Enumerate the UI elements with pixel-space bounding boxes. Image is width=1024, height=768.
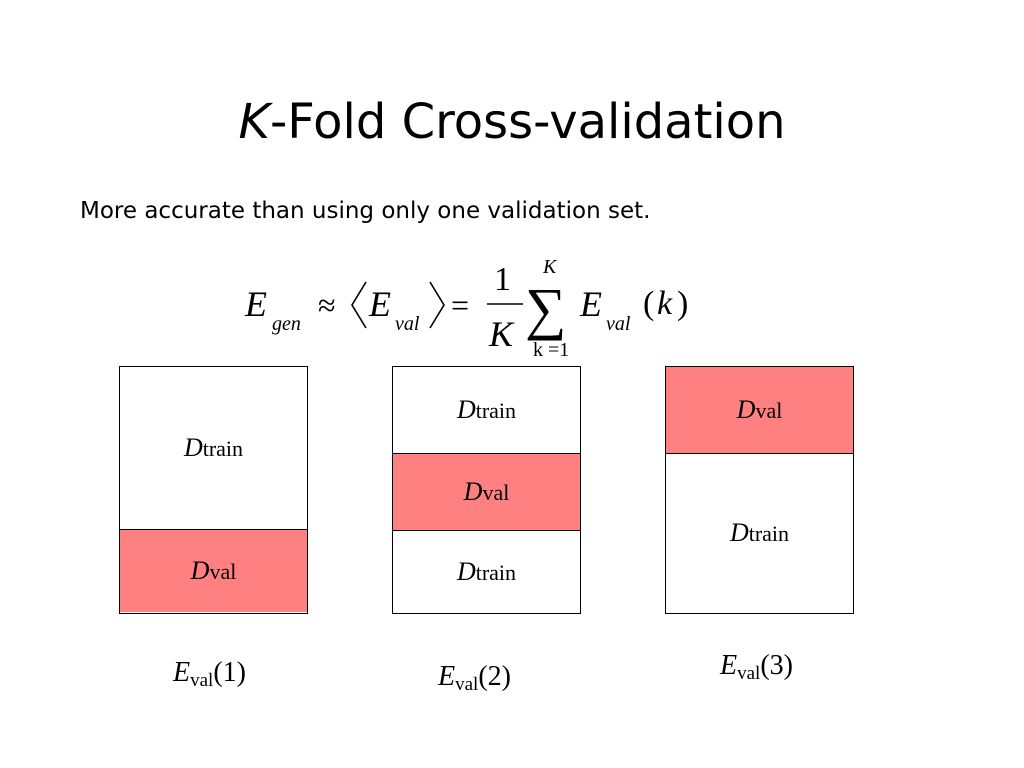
fold-1-val-segment: Dval	[120, 529, 307, 612]
d-subscript: train	[475, 559, 517, 585]
fraction-denominator: K	[488, 314, 515, 354]
fold-2-train-bottom-segment: Dtrain	[393, 530, 580, 612]
d-symbol: D	[729, 518, 749, 547]
fold-2-train-top-label: Dtrain	[457, 395, 516, 425]
d-symbol: D	[456, 395, 476, 424]
formula-approx: ≈	[318, 287, 336, 323]
fold-2-box: Dtrain Dval Dtrain	[392, 366, 581, 614]
d-symbol: D	[463, 477, 483, 506]
d-symbol: D	[736, 395, 756, 424]
title-k: K	[238, 94, 270, 150]
fold-3-train-segment: Dtrain	[666, 453, 853, 612]
d-subscript: val	[482, 480, 510, 505]
fold-1-train-segment: Dtrain	[120, 367, 307, 529]
formula-term-subscript: val	[606, 313, 631, 335]
generalization-error-formula: E gen ≈ E val = 1 K K ∑ k =1 E val ( k )	[244, 256, 688, 361]
fold-2-error-label: Eval(2)	[438, 661, 511, 696]
fold-2-val-label: Dval	[464, 477, 510, 507]
sum-sigma-icon: ∑	[525, 276, 566, 341]
sum-lower-limit: k =1	[533, 339, 569, 361]
e-subscript: val	[455, 674, 479, 695]
title-rest: -Fold Cross-validation	[269, 94, 786, 150]
e-symbol: E	[173, 657, 191, 688]
e-symbol: E	[720, 650, 738, 681]
fold-3-box: Dval Dtrain	[665, 366, 854, 614]
fold-1-error-label: Eval(1)	[173, 657, 246, 692]
formula-lhs-symbol: E	[244, 284, 267, 324]
right-angle-bracket	[429, 281, 445, 329]
formula-arg: k	[657, 285, 673, 322]
fold-1-val-label: Dval	[191, 556, 237, 586]
fold-2-train-bottom-label: Dtrain	[457, 557, 516, 587]
e-arg: (1)	[213, 657, 246, 688]
e-arg: (2)	[478, 661, 511, 692]
d-subscript: train	[475, 398, 517, 423]
e-arg: (3)	[760, 650, 793, 681]
fold-1-box: Dtrain Dval	[119, 366, 308, 614]
formula-lhs-subscript: gen	[272, 313, 301, 335]
formula-term-symbol: E	[579, 284, 602, 324]
d-subscript: train	[748, 521, 790, 546]
e-symbol: E	[438, 661, 456, 692]
d-subscript: val	[755, 398, 783, 423]
d-subscript: val	[209, 559, 237, 584]
fold-2-val-segment: Dval	[393, 453, 580, 530]
formula-avg-symbol: E	[368, 284, 391, 324]
d-symbol: D	[190, 556, 210, 585]
e-subscript: val	[190, 670, 214, 691]
fold-3-error-label: Eval(3)	[720, 650, 793, 685]
e-subscript: val	[737, 663, 761, 684]
fraction-numerator: 1	[494, 261, 511, 298]
fold-1-train-label: Dtrain	[184, 433, 243, 463]
d-subscript: train	[202, 436, 244, 461]
fold-3-val-label: Dval	[737, 395, 783, 425]
left-angle-bracket	[351, 281, 367, 329]
fold-2-train-top-segment: Dtrain	[393, 367, 580, 453]
formula-arg-open: (	[643, 285, 654, 322]
d-symbol: D	[183, 433, 203, 462]
slide-title: K-Fold Cross-validation	[0, 98, 1024, 146]
formula-avg-subscript: val	[395, 313, 420, 335]
formula-arg-close: )	[677, 285, 688, 322]
formula-equals: =	[451, 287, 469, 323]
sum-upper-limit: K	[542, 256, 558, 278]
fold-3-train-label: Dtrain	[730, 518, 789, 548]
slide-subtitle: More accurate than using only one valida…	[80, 198, 651, 224]
fold-3-val-segment: Dval	[666, 367, 853, 453]
d-symbol: D	[456, 556, 476, 586]
